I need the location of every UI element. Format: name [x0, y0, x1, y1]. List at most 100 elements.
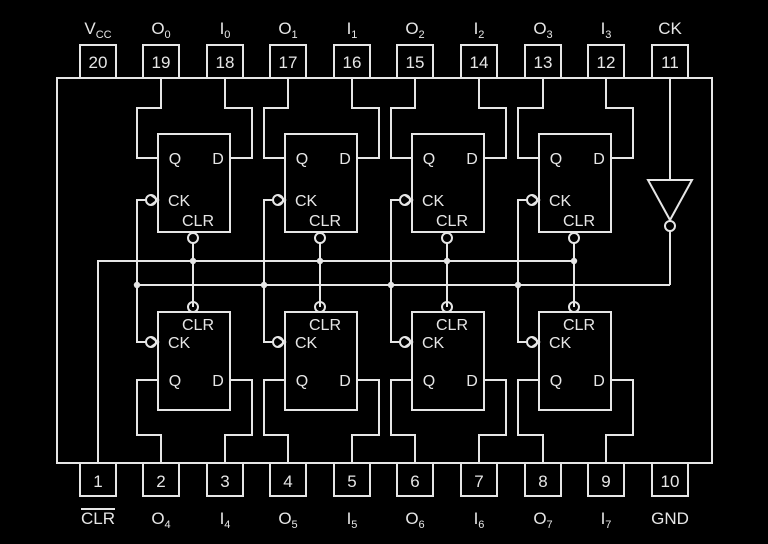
junction-dot: [189, 257, 197, 265]
clr-label: CLR: [563, 213, 595, 230]
pin-number: 12: [597, 53, 616, 72]
clock-edge-icon: [150, 194, 160, 206]
clock-edge-icon: [150, 336, 160, 348]
ck-label: CK: [168, 193, 191, 210]
pin-number: 18: [216, 53, 235, 72]
pin-number: 13: [534, 53, 553, 72]
pin-label: VCC: [84, 19, 111, 41]
clr-label: CLR: [309, 317, 341, 334]
d-label: D: [593, 373, 605, 390]
q-wire: [263, 78, 289, 159]
d-wire: [224, 78, 253, 159]
inversion-bubble-icon: [441, 232, 453, 244]
inversion-bubble-icon: [568, 301, 580, 313]
pin-number: 10: [661, 472, 680, 491]
pin-label: CK: [658, 19, 682, 38]
d-label: D: [212, 151, 224, 168]
q-wire: [517, 78, 544, 159]
inversion-bubble-icon: [314, 232, 326, 244]
q-wire: [390, 379, 416, 463]
clr-label: CLR: [182, 317, 214, 334]
clr-label: CLR: [182, 213, 214, 230]
pin-label: I4: [220, 509, 231, 531]
clock-edge-icon: [277, 336, 287, 348]
clr-label: CLR: [563, 317, 595, 334]
pin-label: O3: [533, 19, 552, 41]
pin-number: 4: [283, 472, 292, 491]
ck-wire: [390, 285, 400, 343]
q-label: Q: [169, 151, 181, 168]
pin-number: 8: [538, 472, 547, 491]
q-wire: [390, 78, 416, 159]
pin-label: GND: [651, 509, 689, 528]
flip-flop-top-0: [157, 133, 231, 233]
junction-dot: [570, 257, 578, 265]
clock-edge-icon: [277, 194, 287, 206]
pin-label: O4: [151, 509, 170, 531]
pin-10: [651, 462, 689, 497]
pin-number: 6: [410, 472, 419, 491]
inverter-icon: [646, 179, 694, 223]
pin-label: I1: [347, 19, 358, 41]
ck-wire: [263, 199, 273, 285]
pin-number: 2: [156, 472, 165, 491]
q-wire: [263, 379, 289, 463]
clr-label: CLR: [436, 213, 468, 230]
ck-wire: [517, 199, 527, 285]
flip-flop-top-2: [411, 133, 485, 233]
junction-dot: [443, 257, 451, 265]
d-label: D: [593, 151, 605, 168]
q-label: Q: [296, 151, 308, 168]
ck-wire: [136, 199, 146, 285]
pin-label: I6: [474, 509, 485, 531]
ic-body: [56, 77, 713, 464]
d-label: D: [339, 151, 351, 168]
ck-wire: [136, 285, 146, 343]
pin-label: I5: [347, 509, 358, 531]
ck-label: CK: [549, 193, 572, 210]
ck-label: CK: [549, 335, 572, 352]
d-wire: [351, 379, 380, 463]
pin-label: O2: [405, 19, 424, 41]
q-wire: [517, 379, 544, 463]
q-wire: [136, 78, 162, 159]
ck-label: CK: [422, 193, 445, 210]
clock-edge-icon: [531, 194, 541, 206]
pin-number: 17: [279, 53, 298, 72]
pin-label: O0: [151, 19, 170, 41]
pin-number: 1: [93, 472, 102, 491]
pin-label: I2: [474, 19, 485, 41]
clr-label: CLR: [309, 213, 341, 230]
pin-number: 19: [152, 53, 171, 72]
q-label: Q: [423, 151, 435, 168]
inversion-bubble-icon: [441, 301, 453, 313]
d-label: D: [339, 373, 351, 390]
q-label: Q: [550, 373, 562, 390]
pin-number: 5: [347, 472, 356, 491]
d-wire: [478, 78, 507, 159]
ck-wire: [517, 285, 527, 343]
d-label: D: [212, 373, 224, 390]
q-label: Q: [423, 373, 435, 390]
d-label: D: [466, 151, 478, 168]
junction-dot: [316, 257, 324, 265]
inversion-bubble-icon: [568, 232, 580, 244]
ck-label: CK: [295, 193, 318, 210]
ck-label: CK: [295, 335, 318, 352]
inversion-bubble-icon: [187, 301, 199, 313]
q-label: Q: [550, 151, 562, 168]
inversion-bubble-icon: [314, 301, 326, 313]
d-label: D: [466, 373, 478, 390]
pin-number: 20: [89, 53, 108, 72]
clock-edge-icon: [531, 336, 541, 348]
pin-label: I0: [220, 19, 231, 41]
ck-wire: [390, 199, 400, 285]
ck-label: CK: [168, 335, 191, 352]
pin-number: 9: [601, 472, 610, 491]
d-wire: [351, 78, 380, 159]
pin-label: I7: [601, 509, 612, 531]
pin-label: O5: [278, 509, 297, 531]
pin-label: O6: [405, 509, 424, 531]
q-wire: [136, 379, 162, 463]
pin-number: 7: [474, 472, 483, 491]
